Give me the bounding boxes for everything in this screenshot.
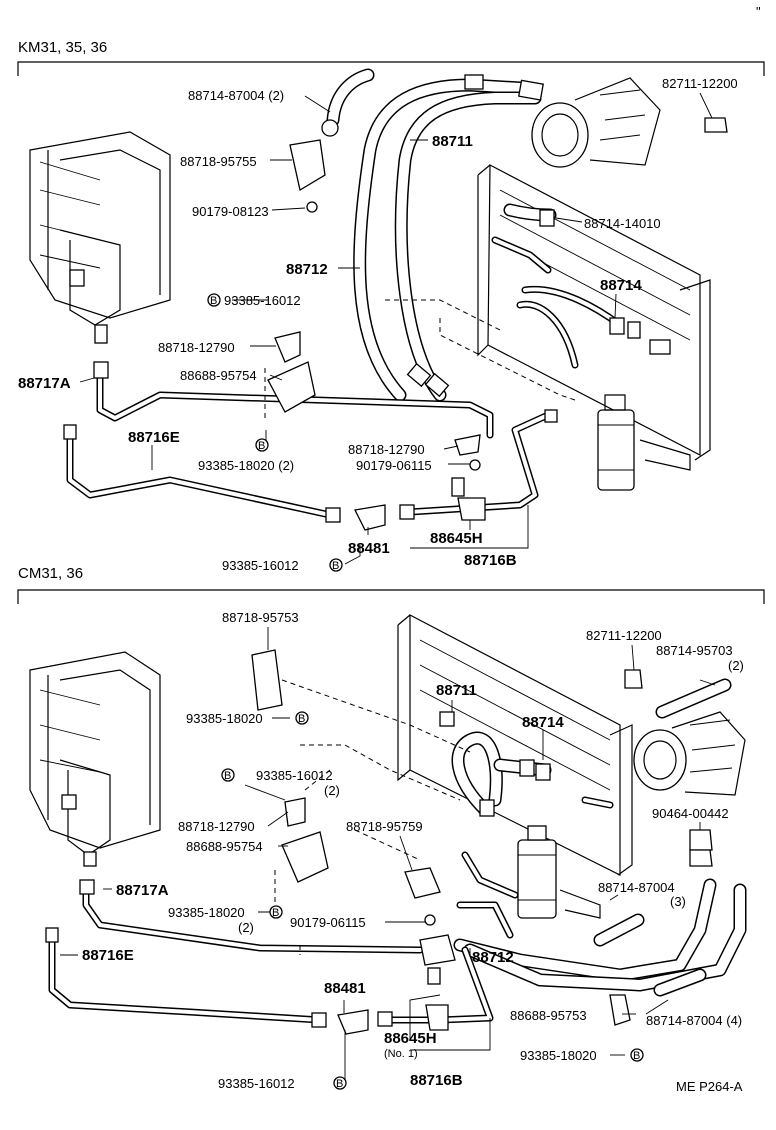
callout-88718-95753: 88718-95753 [222, 610, 299, 625]
top-compressor [531, 77, 661, 168]
svg-text:B: B [298, 713, 305, 725]
bottom-evaporator-unit [29, 651, 161, 867]
callout-93385-16012: 93385-16012 [224, 293, 301, 308]
callout-88718-95755: 88718-95755 [180, 154, 257, 169]
section-bottom-frame [17, 589, 765, 604]
callout-88481: 88481 [348, 540, 390, 557]
fitting-88716e [63, 424, 77, 440]
callout-88688-95753: 88688-95753 [510, 1008, 587, 1023]
callout-88688-95754-b: 88688-95754 [186, 839, 263, 854]
top-hoses [326, 68, 557, 402]
bottom-dashed-lines [274, 679, 471, 955]
top-dashed-lines [264, 299, 576, 420]
section-title-bottom: CM31, 36 [18, 565, 83, 582]
bottom-callouts: 88718-95753 82711-12200 88714-95703 (2) … [82, 610, 744, 1091]
svg-text:B: B [210, 295, 217, 307]
callout-88645h-b: 88645H [384, 1030, 437, 1047]
svg-text:B: B [336, 1078, 343, 1090]
evaporator-fitting [69, 269, 85, 287]
section-top-frame [17, 61, 765, 76]
callout-88718-95759: 88718-95759 [346, 819, 423, 834]
figure-reference-code: ME P264-A [676, 1079, 743, 1094]
callout-90179-06115-b: 90179-06115 [290, 915, 366, 930]
top-small-parts [63, 117, 728, 531]
bolt-marker: B [269, 905, 283, 919]
svg-text:B: B [633, 1050, 640, 1062]
bolt-marker: B [630, 1048, 644, 1062]
fitting-88481 [354, 504, 386, 531]
callout-88714-b: 88714 [522, 714, 564, 731]
top-receiver-drier [597, 394, 691, 491]
callout-82711-12200-b: 82711-12200 [586, 628, 662, 643]
bolt-marker: B [221, 768, 235, 782]
callout-90179-06115: 90179-06115 [356, 458, 432, 473]
callout-88714-87004-b-qty: (3) [670, 894, 686, 909]
top-evaporator-unit [29, 131, 171, 344]
callout-88481-b: 88481 [324, 980, 366, 997]
fitting-88717a [93, 361, 109, 379]
callout-90179-08123: 90179-08123 [192, 204, 269, 219]
callout-90464-00442: 90464-00442 [652, 806, 729, 821]
callout-93385-16012-c: 93385-16012 [256, 768, 333, 783]
callout-93385-16012-c-qty: (2) [324, 783, 340, 798]
callout-88645h-b-sub: (No. 1) [384, 1048, 418, 1060]
callout-88714-14010: 88714-14010 [584, 216, 661, 231]
bracket-88718-95755 [289, 139, 326, 192]
bottom-receiver-drier [517, 825, 601, 919]
bottom-leaders [60, 627, 716, 1083]
svg-text:B: B [224, 770, 231, 782]
top-callouts: 88714-87004 (2) 82711-12200 88711 88718-… [18, 76, 738, 573]
callout-88716e-b: 88716E [82, 947, 134, 964]
bottom-hoses [451, 678, 747, 997]
callout-93385-16012-b: 93385-16012 [222, 558, 299, 573]
callout-93385-16012-d: 93385-16012 [218, 1076, 295, 1091]
bottom-condenser [397, 614, 633, 876]
fitting-88645h [457, 497, 486, 521]
callout-88712: 88712 [286, 261, 328, 278]
callout-93385-18020-d: 93385-18020 [520, 1048, 597, 1063]
callout-88716b-b: 88716B [410, 1072, 463, 1089]
callout-88714-95703-qty: (2) [728, 658, 744, 673]
callout-88714-87004-b: 88714-87004 [598, 880, 675, 895]
callout-88688-95754: 88688-95754 [180, 368, 257, 383]
callout-88712-b: 88712 [472, 949, 514, 966]
bolt-marker: B [207, 293, 221, 307]
callout-88711: 88711 [432, 133, 473, 150]
callout-93385-18020: 93385-18020 (2) [198, 458, 294, 473]
callout-88717a: 88717A [18, 375, 71, 392]
bottom-small-parts [45, 649, 713, 1035]
bolt-marker: B [295, 711, 309, 725]
callout-88714: 88714 [600, 277, 642, 294]
callout-88718-12790: 88718-12790 [158, 340, 235, 355]
section-title-top: KM31, 35, 36 [18, 39, 107, 56]
svg-text:B: B [258, 440, 265, 452]
callout-88717a-b: 88717A [116, 882, 169, 899]
callout-88645h: 88645H [430, 530, 483, 547]
callout-93385-18020-b: 93385-18020 [186, 711, 263, 726]
bottom-compressor [633, 711, 746, 796]
corner-mark: " [756, 4, 761, 19]
callout-82711-12200: 82711-12200 [662, 76, 738, 91]
callout-88718-12790-c: 88718-12790 [178, 819, 255, 834]
callout-88714-87004: 88714-87004 (2) [188, 88, 284, 103]
bolt-marker: B [255, 438, 269, 452]
bottom-pipes [48, 796, 614, 1024]
callout-88716b: 88716B [464, 552, 517, 569]
svg-text:B: B [272, 907, 279, 919]
bolt-marker: B [329, 558, 343, 572]
bolt-marker: B [333, 1076, 347, 1090]
callout-93385-18020-c: 93385-18020 [168, 905, 245, 920]
callout-88716e: 88716E [128, 429, 180, 446]
callout-88714-87004-c: 88714-87004 (4) [646, 1013, 742, 1028]
callout-88718-12790-b: 88718-12790 [348, 442, 425, 457]
callout-88714-95703: 88714-95703 [656, 643, 733, 658]
callout-93385-18020-c-qty: (2) [238, 920, 254, 935]
top-pipes [66, 236, 624, 519]
callout-88711-b: 88711 [436, 682, 477, 699]
svg-text:B: B [332, 560, 339, 572]
